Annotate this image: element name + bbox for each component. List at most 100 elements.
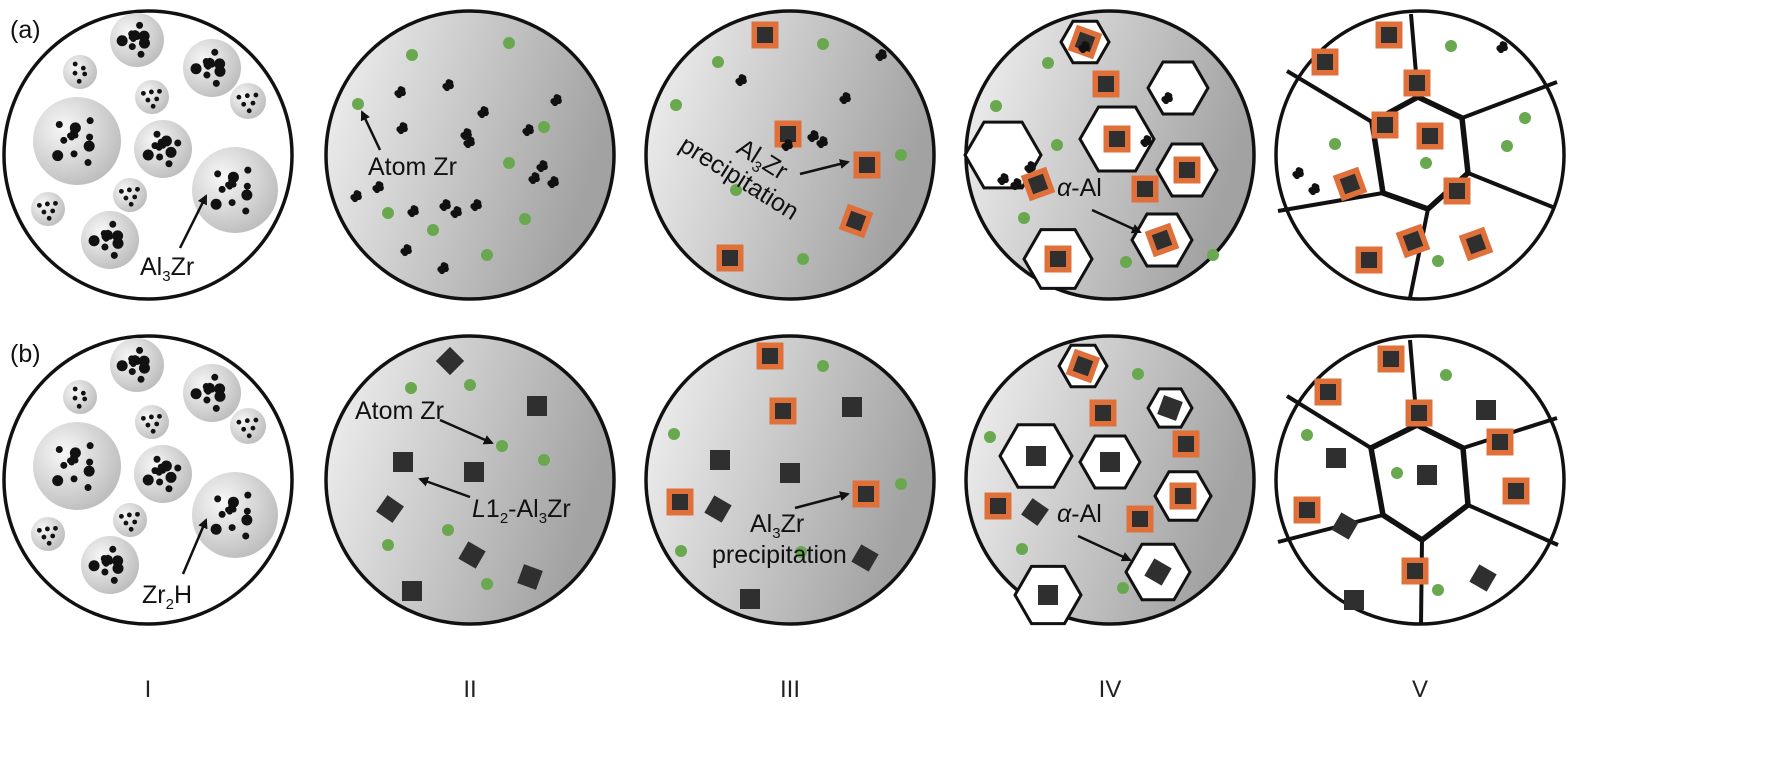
inclusion (101, 568, 109, 576)
svg-text:L12-Al3Zr: L12-Al3Zr (472, 495, 571, 527)
powder-particle (31, 517, 65, 551)
inclusion (44, 526, 50, 532)
particle-cluster (128, 355, 141, 368)
particle-cluster (522, 124, 534, 137)
inclusion (156, 478, 164, 486)
inclusion (82, 396, 88, 402)
al3zr-precipitate (1332, 166, 1368, 202)
inclusion (36, 202, 42, 208)
l12-al3zr-particle (1469, 564, 1497, 592)
grain-boundary (1285, 394, 1373, 450)
annotation-zr2h: Zr2H (142, 518, 208, 613)
inclusion (80, 390, 86, 396)
inclusion (83, 465, 95, 477)
inclusion (41, 534, 47, 540)
particle-cluster (1140, 135, 1152, 148)
al3zr-precipitate (1371, 111, 1399, 139)
inclusion (212, 404, 220, 412)
powder-particle (183, 39, 241, 97)
particle-cluster (470, 199, 482, 212)
al3zr-precipitate (1405, 399, 1433, 427)
al3zr-precipitate (852, 480, 880, 508)
inclusion (76, 403, 82, 409)
inclusion (118, 513, 124, 519)
stage-label-1: I (145, 676, 152, 703)
inclusion (148, 89, 154, 95)
powder-particle (135, 80, 169, 114)
inclusion (110, 576, 118, 584)
panel-b-stage-2: Atom Zr L12-Al3Zr (324, 334, 616, 626)
l12-al3zr-particle (1100, 452, 1120, 472)
zr-atom (427, 224, 439, 236)
particle-cluster (477, 106, 489, 119)
zr-atom (817, 360, 829, 372)
inclusion (84, 484, 92, 492)
inclusion (72, 395, 78, 401)
al3zr-precipitate (1293, 496, 1321, 524)
row-a: Al3Zr Atom Zr Al3Zr precipitation (2, 9, 1566, 301)
al3zr-precipitate (1403, 69, 1431, 97)
inclusion (112, 555, 124, 567)
panel-b-stage-3: Al3Zr precipitation (644, 334, 936, 626)
inclusion (145, 422, 151, 428)
particle-cluster (437, 262, 449, 275)
inclusion (154, 96, 160, 102)
inclusion (211, 373, 219, 381)
zr-atom (990, 100, 1002, 112)
particle-cluster (1496, 41, 1508, 54)
zr-atom (895, 149, 907, 161)
powder-particle (31, 192, 65, 226)
grain-boundary (1277, 513, 1384, 544)
zr-atom (1432, 255, 1444, 267)
al3zr-precipitate (853, 151, 881, 179)
l12-al3zr-particle (1021, 498, 1049, 526)
inclusion (165, 471, 177, 483)
powder-particle (192, 472, 278, 558)
inclusion (210, 198, 222, 210)
inclusion (82, 71, 88, 77)
al3zr-precipitate (1395, 223, 1431, 259)
l12-al3zr-particle (780, 463, 800, 483)
zr-atom (1519, 112, 1531, 124)
panel-a-stage-4: α-Al (963, 9, 1256, 301)
zr-atom (519, 213, 531, 225)
inclusion (72, 70, 78, 76)
al3zr-precipitate (838, 203, 874, 239)
al3zr-precipitate (666, 488, 694, 516)
inclusion (60, 461, 68, 469)
inclusion (46, 540, 52, 546)
inclusion (246, 108, 252, 114)
al3zr-precipitate (1126, 505, 1154, 533)
inclusion (126, 512, 132, 518)
powder-particle (63, 380, 97, 414)
inclusion (210, 523, 222, 535)
zr-atom (730, 184, 742, 196)
inclusion (150, 428, 156, 434)
zr-atom (817, 38, 829, 50)
inclusion (88, 235, 100, 247)
inclusion (214, 383, 226, 395)
inclusion (243, 507, 251, 515)
zr-atom (797, 253, 809, 265)
particle-cluster (101, 554, 113, 567)
zr-atom (405, 382, 417, 394)
zr-atom (1432, 584, 1444, 596)
particle-cluster (528, 172, 540, 185)
inclusion (174, 464, 182, 472)
grain-boundary (1467, 171, 1556, 210)
svg-text:precipitation: precipitation (712, 541, 847, 569)
powder-particle (110, 338, 164, 392)
inclusion (50, 533, 56, 539)
powder-particle (230, 83, 266, 119)
zr-atom (712, 56, 724, 68)
inclusion (135, 511, 140, 517)
particle-cluster (396, 122, 408, 135)
zr-atom (675, 545, 687, 557)
particle-cluster (463, 136, 475, 149)
al3zr-precipitate (984, 492, 1012, 520)
grain-boundary (1461, 80, 1558, 120)
l12-al3zr-particle (402, 581, 422, 601)
particle-cluster (550, 94, 562, 107)
panel-a-stage-1: Al3Zr (2, 9, 294, 301)
zr-atom (1301, 429, 1313, 441)
